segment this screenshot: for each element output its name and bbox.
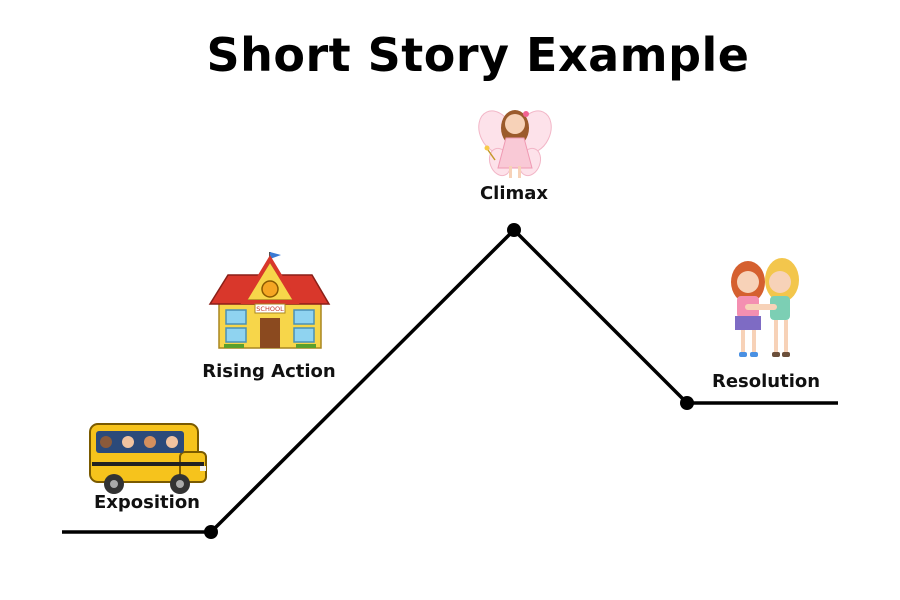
exposition-label: Exposition [94,492,200,513]
resolution-label: Resolution [711,371,821,392]
school-sign-text: SCHOOL [256,305,284,313]
fairy-icon [478,110,552,178]
exposition-point [204,525,218,539]
climax-point [507,223,521,237]
hugging-girls-icon [731,258,799,357]
school-building-icon: SCHOOL [208,252,331,349]
resolution-point [680,396,694,410]
rising-action-label: Rising Action [202,361,336,382]
page-title: Short Story Example [206,28,750,82]
climax-label: Climax [479,183,549,204]
school-bus-icon [89,423,207,494]
